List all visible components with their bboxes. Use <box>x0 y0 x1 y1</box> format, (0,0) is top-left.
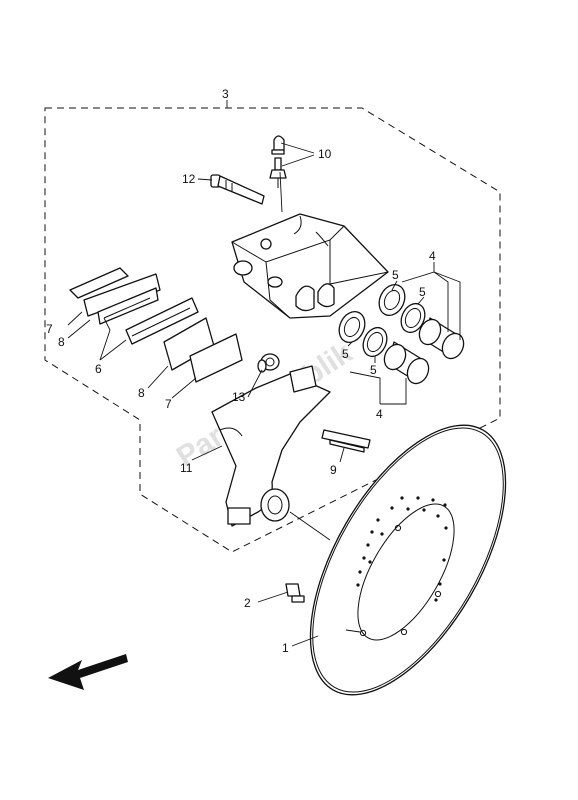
callout-6: 6 <box>95 362 102 376</box>
callout-11: 11 <box>180 461 193 475</box>
callout-3: 3 <box>222 87 229 101</box>
callout-5-c: 5 <box>342 347 349 361</box>
callout-7-left: 7 <box>46 322 53 336</box>
boot[interactable] <box>257 353 280 373</box>
brake-pads[interactable] <box>69 267 243 383</box>
piston-seals[interactable] <box>334 280 429 360</box>
caliper-bracket[interactable] <box>211 365 331 527</box>
callout-5-d: 5 <box>370 363 377 377</box>
callout-12: 12 <box>182 172 196 186</box>
callout-10: 10 <box>318 147 332 161</box>
callout-7-right: 7 <box>165 397 172 411</box>
pad-support[interactable] <box>321 429 371 453</box>
brake-disc[interactable] <box>271 394 546 726</box>
callout-5-b: 5 <box>419 285 426 299</box>
callout-1: 1 <box>282 641 289 655</box>
callout-4-upper: 4 <box>429 249 436 263</box>
bleed-screw[interactable] <box>269 135 287 188</box>
disc-bolt[interactable] <box>285 583 305 603</box>
callout-labels: 1 2 3 4 4 5 5 5 5 6 7 7 8 8 9 10 11 12 1… <box>46 87 436 655</box>
callout-8-right: 8 <box>138 386 145 400</box>
leader-lines <box>67 100 461 647</box>
disc-holes <box>356 496 448 602</box>
callout-4-lower: 4 <box>376 407 383 421</box>
callout-5-a: 5 <box>392 268 399 282</box>
callout-2: 2 <box>244 596 251 610</box>
callout-8-left: 8 <box>58 335 65 349</box>
pistons[interactable] <box>380 316 467 387</box>
callout-9: 9 <box>330 463 337 477</box>
front-direction-arrow-icon <box>48 654 128 690</box>
assembly-boundary <box>44 107 501 553</box>
pin-bolt[interactable] <box>210 174 265 205</box>
callout-13: 13 <box>232 390 246 404</box>
caliper-body[interactable] <box>231 213 389 319</box>
